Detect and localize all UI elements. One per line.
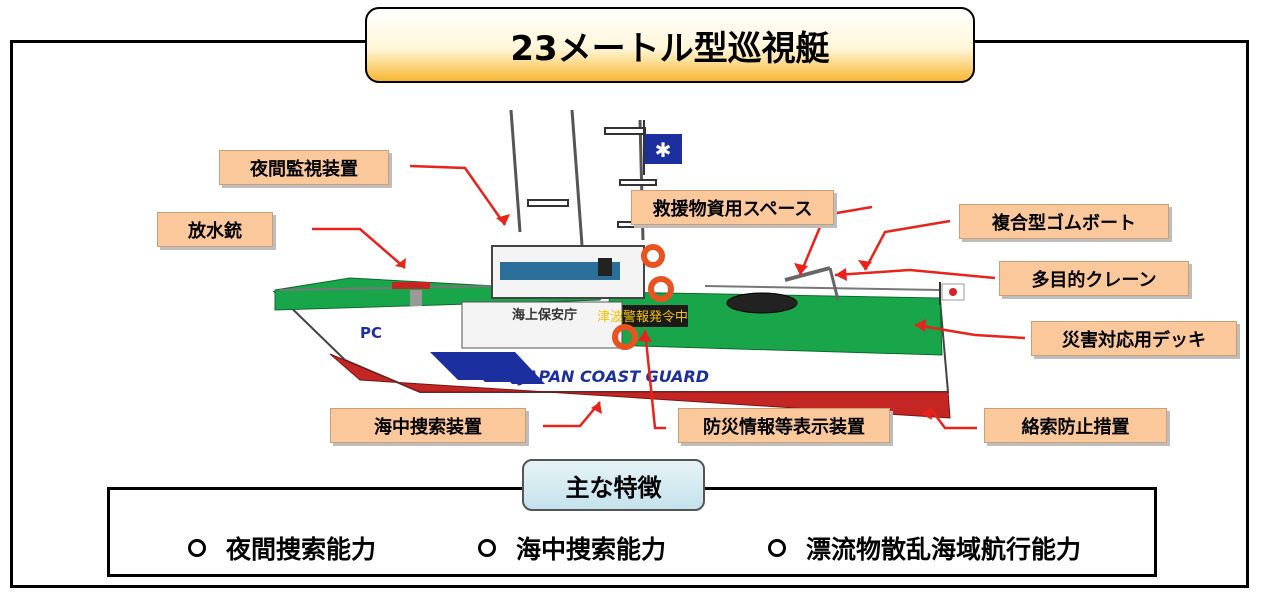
page-title: 23メートル型巡視艇 xyxy=(365,7,975,83)
callout-disaster-deck: 災害対応用デッキ xyxy=(1031,321,1237,356)
life-rings xyxy=(612,244,674,350)
arrow-heads xyxy=(395,214,932,420)
feature-label: 海中捜索能力 xyxy=(516,535,667,564)
callout-night-monitor: 夜間監視装置 xyxy=(219,150,389,185)
svg-text:✱: ✱ xyxy=(655,138,672,162)
circle-bullet-icon xyxy=(188,539,206,557)
arrow-water-cannon xyxy=(312,227,406,269)
hull-text: JAPAN COAST GUARD xyxy=(517,367,709,386)
arrow-underwater-search xyxy=(543,401,601,428)
callout-underwater-search: 海中捜索装置 xyxy=(330,408,526,443)
crane xyxy=(784,266,840,301)
hull-name: 海上保安庁 xyxy=(512,307,577,323)
arrow-rubber-boat xyxy=(863,219,951,271)
arrow-crane xyxy=(834,268,996,280)
callout-crane: 多目的クレーン xyxy=(999,261,1189,296)
callout-disaster-display: 防災情報等表示装置 xyxy=(678,408,890,443)
callout-relief-space: 救援物資用スペース xyxy=(631,190,834,225)
hull-marking: PC xyxy=(360,324,382,342)
arrow-disaster-display xyxy=(643,329,666,430)
display-text: 津波警報発令中 xyxy=(597,309,688,325)
japanese-flag xyxy=(939,282,965,305)
feature-item: 夜間捜索能力 xyxy=(188,530,376,566)
callout-rubber-boat: 複合型ゴムボート xyxy=(959,204,1169,239)
rubber-boat xyxy=(726,292,798,314)
arrow-rope-prevention xyxy=(929,407,977,430)
ship-bridge xyxy=(461,245,688,349)
feature-label: 夜間捜索能力 xyxy=(226,535,377,564)
water-cannon xyxy=(392,282,430,306)
arrow-disaster-deck xyxy=(914,323,1026,340)
flag: ✱ xyxy=(643,120,682,175)
features-heading: 主な特徴 xyxy=(522,459,705,511)
feature-label: 漂流物散乱海域航行能力 xyxy=(806,535,1082,564)
feature-item: 海中捜索能力 xyxy=(478,530,666,566)
arrow-night-monitor xyxy=(409,164,507,226)
feature-item: 漂流物散乱海域航行能力 xyxy=(768,530,1081,566)
callout-arrows xyxy=(312,164,1026,430)
callout-water-cannon: 放水銃 xyxy=(157,212,273,247)
circle-bullet-icon xyxy=(478,539,496,557)
callout-rope-prevention: 絡索防止措置 xyxy=(984,408,1167,443)
circle-bullet-icon xyxy=(768,539,786,557)
